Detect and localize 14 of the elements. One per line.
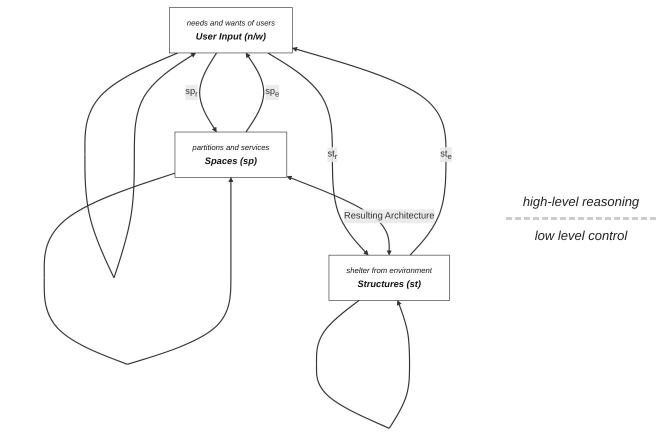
arrow [44, 172, 234, 365]
edge-label: Resulting Architecture [344, 211, 434, 221]
edge-label: st$_{e}$ [440, 148, 452, 161]
arrow [84, 52, 196, 278]
edge-label: st$_{r}$ [327, 148, 338, 161]
level-note: low level control [534, 228, 628, 242]
edge-label: sp$_{e}$ [265, 86, 280, 98]
arrow [292, 46, 447, 256]
arrow [268, 52, 369, 256]
arrow [316, 300, 410, 429]
arrow [199, 52, 218, 132]
arrow [246, 52, 264, 132]
edge-label: sp$_{r}$ [185, 86, 198, 98]
level-note: high-level reasoning [522, 194, 640, 208]
